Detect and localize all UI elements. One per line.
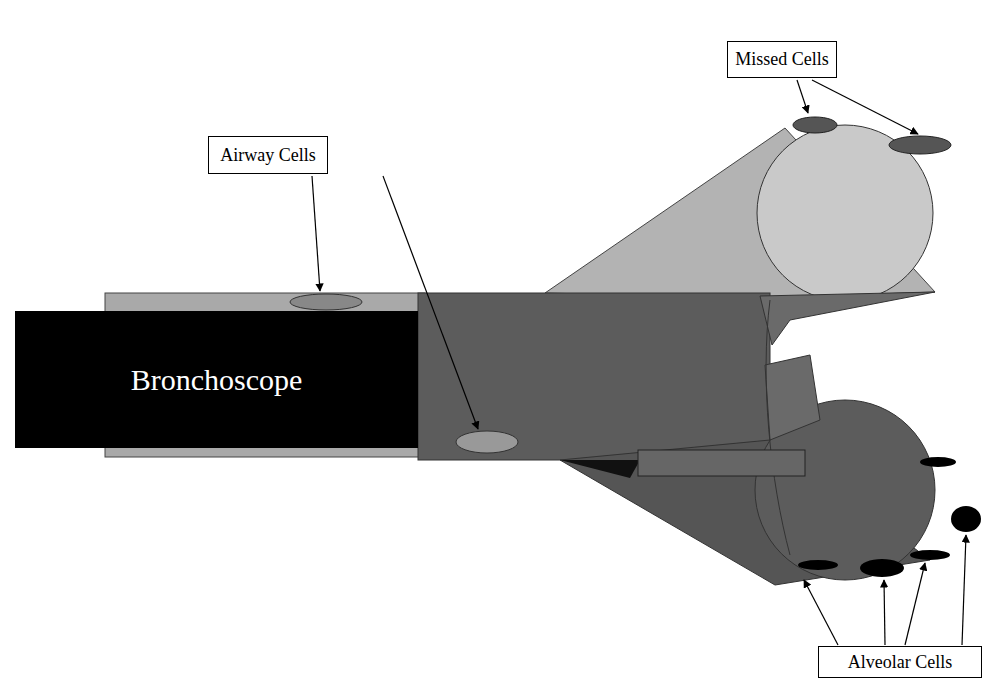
missed-cell [889, 136, 951, 154]
leader-line [884, 580, 885, 645]
leader-line [905, 563, 925, 645]
airway-cell [290, 294, 362, 310]
leader-line [312, 176, 320, 291]
leader-line [804, 580, 838, 645]
callout-box: Alveolar Cells [818, 646, 982, 678]
wedge-channel [638, 450, 805, 476]
wall-shadow [560, 460, 640, 478]
alveolar-cell [920, 457, 956, 467]
leader-line [962, 535, 966, 645]
carina [760, 292, 935, 345]
main-airway [418, 293, 770, 460]
airway-cell [456, 431, 518, 453]
callout-box: Missed Cells [727, 41, 837, 78]
callout-label: Missed Cells [735, 49, 829, 70]
missed-cell [793, 117, 837, 133]
callout-label: Alveolar Cells [848, 652, 952, 673]
callout-box: Airway Cells [208, 136, 328, 174]
leader-line [812, 80, 918, 134]
alveolar-cell [798, 560, 838, 570]
callout-label: Airway Cells [220, 145, 315, 166]
airway-fold [766, 300, 790, 555]
bronchoscope-body: Bronchoscope [15, 311, 418, 448]
alveolar-cell [951, 506, 981, 532]
leader-line [797, 80, 808, 113]
alveolar-cell [860, 559, 904, 577]
alveolar-cell [910, 550, 950, 560]
carina-lower [765, 355, 820, 440]
device-label: Bronchoscope [131, 363, 303, 397]
